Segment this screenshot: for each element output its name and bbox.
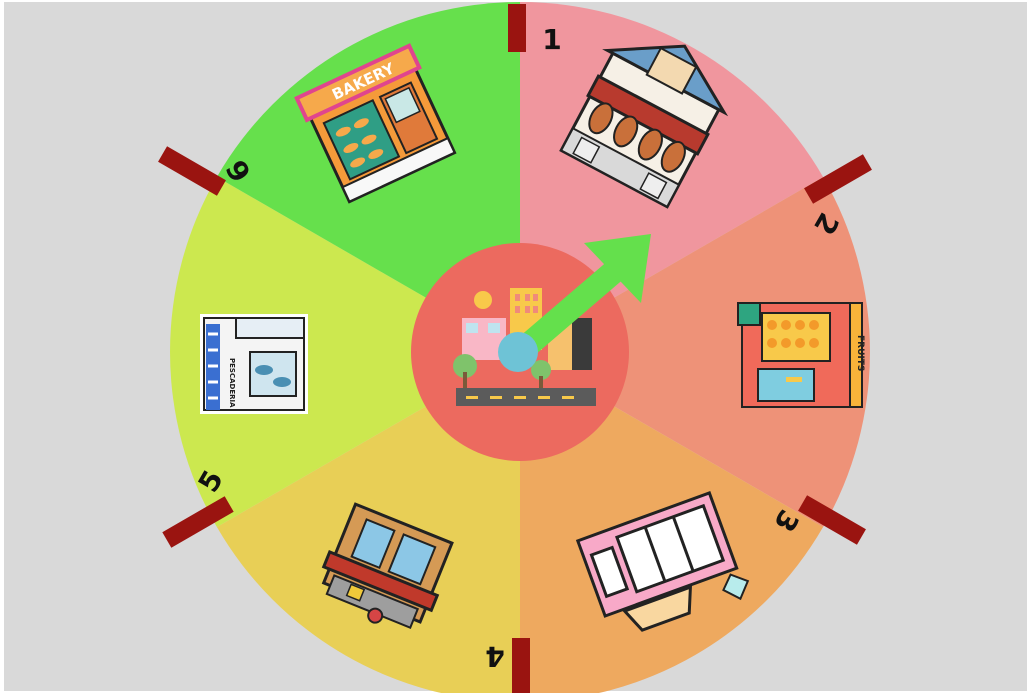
- pegs: [158, 4, 872, 693]
- segment-2[interactable]: [520, 177, 870, 527]
- peg: [508, 4, 526, 52]
- segment-number-1: 1: [542, 23, 561, 56]
- bakery-icon: BAKERY: [294, 43, 457, 204]
- segment-5[interactable]: [170, 177, 520, 527]
- peg: [512, 638, 530, 693]
- fruit-shop-icon: FRUITS: [737, 302, 865, 408]
- peg: [798, 495, 866, 545]
- butcher-shop-icon: [559, 44, 729, 209]
- fish-shop-sign: PESCADERIA: [228, 358, 236, 408]
- peg: [158, 146, 226, 196]
- arrow-pivot: [498, 332, 538, 372]
- peg: [804, 154, 872, 204]
- jewelry-shop-icon: [575, 491, 750, 632]
- segment-number-4: 4: [485, 640, 504, 673]
- spinner-arrow[interactable]: [498, 234, 651, 372]
- shoe-shop-icon: [321, 502, 454, 629]
- peg: [162, 496, 234, 548]
- fruit-shop-sign: FRUITS: [855, 335, 865, 371]
- fish-shop-icon: PESCADERIA: [200, 314, 308, 414]
